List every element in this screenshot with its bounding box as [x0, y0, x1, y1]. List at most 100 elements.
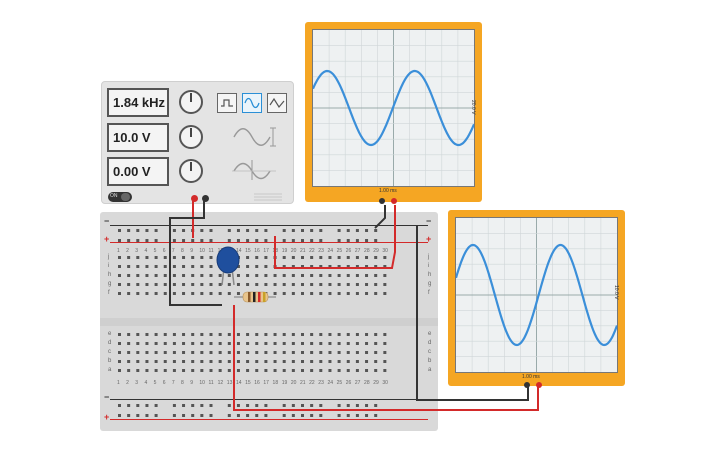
breadboard-hole [191, 265, 195, 268]
scope-top-probe-signal[interactable] [391, 198, 397, 204]
breadboard-hole [209, 256, 213, 259]
column-label: 1 [117, 248, 120, 254]
breadboard-hole [374, 404, 378, 407]
wire-gen-negative[interactable] [169, 199, 222, 306]
breadboard-hole [273, 283, 277, 286]
breadboard-hole [236, 265, 240, 268]
breadboard-hole [264, 351, 268, 354]
amplitude-knob[interactable] [179, 125, 203, 149]
breadboard-hole [227, 239, 231, 242]
breadboard-hole [255, 404, 259, 407]
breadboard-hole [264, 404, 268, 407]
column-label: 5 [153, 248, 157, 254]
row-label: c [428, 349, 431, 355]
breadboard-hole [365, 239, 369, 242]
breadboard-hole [383, 342, 387, 345]
breadboard-hole [273, 292, 277, 295]
breadboard-hole [291, 229, 295, 232]
breadboard-hole [227, 274, 231, 277]
breadboard-hole [236, 229, 240, 232]
breadboard-hole [374, 414, 378, 417]
triangle-wave-button[interactable] [267, 93, 287, 113]
resistor[interactable] [234, 291, 276, 303]
column-label: 25 [336, 248, 343, 254]
breadboard-hole [319, 265, 323, 268]
breadboard-hole [136, 292, 140, 295]
square-wave-button[interactable] [217, 93, 237, 113]
breadboard-hole [264, 369, 268, 372]
breadboard-hole [301, 239, 304, 242]
capacitor[interactable] [216, 246, 240, 286]
column-label: 5 [153, 380, 157, 386]
frequency-knob[interactable] [179, 90, 203, 114]
breadboard-hole [136, 369, 140, 372]
breadboard-hole [163, 274, 167, 277]
dc-offset-knob[interactable] [179, 159, 203, 183]
rail-plus-label-bottom: + [104, 412, 110, 422]
breadboard-hole [136, 414, 140, 417]
breadboard-hole [337, 404, 341, 407]
negative-terminal[interactable] [202, 195, 209, 202]
breadboard-hole [291, 265, 295, 268]
breadboard-hole [154, 239, 158, 242]
breadboard-hole [282, 283, 286, 286]
breadboard-hole [236, 292, 240, 295]
breadboard-hole [328, 283, 332, 286]
breadboard-hole [383, 274, 387, 277]
breadboard-hole [227, 351, 231, 354]
breadboard-hole [200, 283, 204, 286]
breadboard-hole [136, 360, 140, 363]
column-label: 22 [309, 380, 315, 386]
breadboard-hole [301, 351, 304, 354]
rail-plus-label: + [104, 234, 110, 244]
breadboard-hole [328, 333, 332, 336]
column-label: 21 [300, 380, 306, 386]
breadboard-hole [282, 369, 286, 372]
positive-terminal[interactable] [191, 195, 198, 202]
breadboard-hole [182, 239, 186, 242]
breadboard-hole [374, 239, 378, 242]
breadboard-hole [337, 256, 341, 259]
sine-wave-button[interactable] [242, 93, 262, 113]
scope-top-probe-ground[interactable] [379, 198, 385, 204]
wire-scope-top-ground[interactable] [374, 205, 386, 229]
breadboard-hole [246, 342, 250, 345]
breadboard-hole [319, 342, 323, 345]
wire-scope-bottom-signal[interactable] [233, 305, 539, 411]
breadboard-hole [310, 404, 314, 407]
breadboard-hole [118, 414, 121, 417]
breadboard-hole [127, 404, 131, 407]
scope-top-screen [312, 29, 475, 187]
breadboard-hole [182, 265, 186, 268]
breadboard-hole [136, 342, 140, 345]
wire-scope-bottom-ground[interactable] [416, 226, 529, 401]
breadboard-hole [246, 333, 250, 336]
column-label: 11 [208, 380, 214, 386]
breadboard-hole [310, 229, 314, 232]
breadboard-hole [145, 333, 149, 336]
oscilloscope-top: 20.0 V 1.00 ms [305, 22, 482, 204]
breadboard-hole [172, 283, 176, 286]
breadboard-hole [246, 351, 250, 354]
breadboard-hole [227, 342, 231, 345]
vent-icon [254, 193, 282, 201]
column-label: 3 [135, 248, 139, 254]
breadboard-hole [264, 256, 268, 259]
column-label: 13 [226, 380, 233, 386]
breadboard-hole [227, 283, 231, 286]
breadboard-hole [172, 256, 176, 259]
breadboard-hole [118, 333, 121, 336]
breadboard-hole [365, 404, 369, 407]
column-label: 4 [144, 380, 148, 386]
column-label: 6 [162, 380, 166, 386]
breadboard-hole [282, 404, 286, 407]
breadboard-hole [163, 292, 167, 295]
power-toggle[interactable]: ON [108, 192, 132, 202]
breadboard-hole [136, 333, 140, 336]
wire-scope-top-signal[interactable] [274, 205, 396, 269]
breadboard-hole [255, 351, 259, 354]
breadboard-hole [182, 414, 186, 417]
breadboard-hole [218, 283, 222, 286]
column-label: 10 [199, 248, 205, 254]
breadboard-hole [273, 333, 277, 336]
